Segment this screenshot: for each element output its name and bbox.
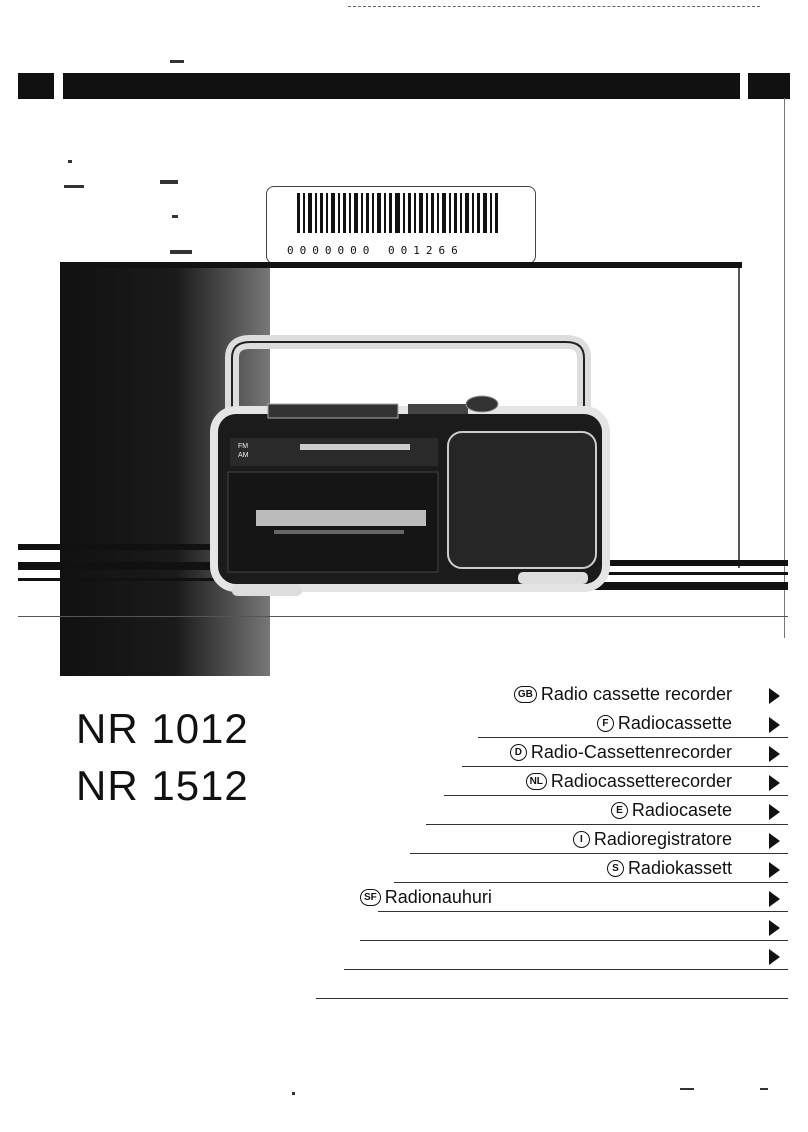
scan-speck (680, 1088, 694, 1090)
photo-right-rule (738, 268, 740, 568)
scan-speck (760, 1088, 768, 1090)
lang-label: Radiocassetterecorder (550, 771, 732, 791)
arrow-right-icon (769, 949, 780, 965)
header-bar-right (748, 73, 790, 99)
lang-code-badge: S (606, 860, 624, 877)
model-title-2: NR 1512 (76, 762, 249, 809)
lang-label: Radio cassette recorder (540, 684, 732, 704)
band-label-fm: FM (238, 443, 248, 450)
lang-label: Radiocassette (617, 713, 732, 733)
lang-label: Radio-Cassettenrecorder (530, 742, 732, 762)
lang-label: Radiocasete (631, 800, 732, 820)
header-bar-left (18, 73, 54, 99)
barcode-number: 0000000 001266 (287, 244, 464, 257)
header-bar-main (63, 73, 740, 99)
barcode-icon (297, 193, 498, 233)
lang-label: Radioregistratore (593, 829, 732, 849)
arrow-right-icon (769, 804, 780, 820)
band-label-am: AM (238, 452, 249, 459)
scan-speck (170, 250, 192, 254)
arrow-right-icon (769, 891, 780, 907)
scan-speck (68, 160, 72, 163)
lang-code-badge: F (596, 715, 614, 732)
lang-label: Radiokassett (627, 858, 732, 878)
arrow-right-icon (769, 775, 780, 791)
model-title-1: NR 1012 (76, 705, 249, 752)
scan-speck (172, 215, 178, 218)
scan-speck (160, 180, 178, 184)
scan-speck (292, 1092, 295, 1095)
lang-code-badge: D (509, 744, 527, 761)
lang-code-badge: E (610, 802, 628, 819)
list-bottom-rule (316, 998, 788, 999)
arrow-right-icon (769, 688, 780, 704)
right-edge-rule (784, 98, 785, 638)
photo-top-rule (60, 262, 742, 268)
lang-code-badge: I (572, 831, 590, 848)
arrow-right-icon (769, 746, 780, 762)
lang-code-badge: NL (525, 773, 547, 790)
lang-code-badge: GB (513, 686, 537, 703)
arrow-right-icon (769, 862, 780, 878)
arrow-right-icon (769, 920, 780, 936)
lang-label: Radionauhuri (384, 887, 492, 907)
arrow-right-icon (769, 833, 780, 849)
barcode-label: 0000000 001266 (266, 186, 536, 264)
scan-speck (170, 60, 184, 63)
product-photo: FM AM (18, 262, 788, 682)
top-dashed-rule (348, 6, 760, 8)
arrow-right-icon (769, 717, 780, 733)
lang-code-badge: SF (360, 889, 381, 906)
scan-speck (64, 185, 84, 188)
